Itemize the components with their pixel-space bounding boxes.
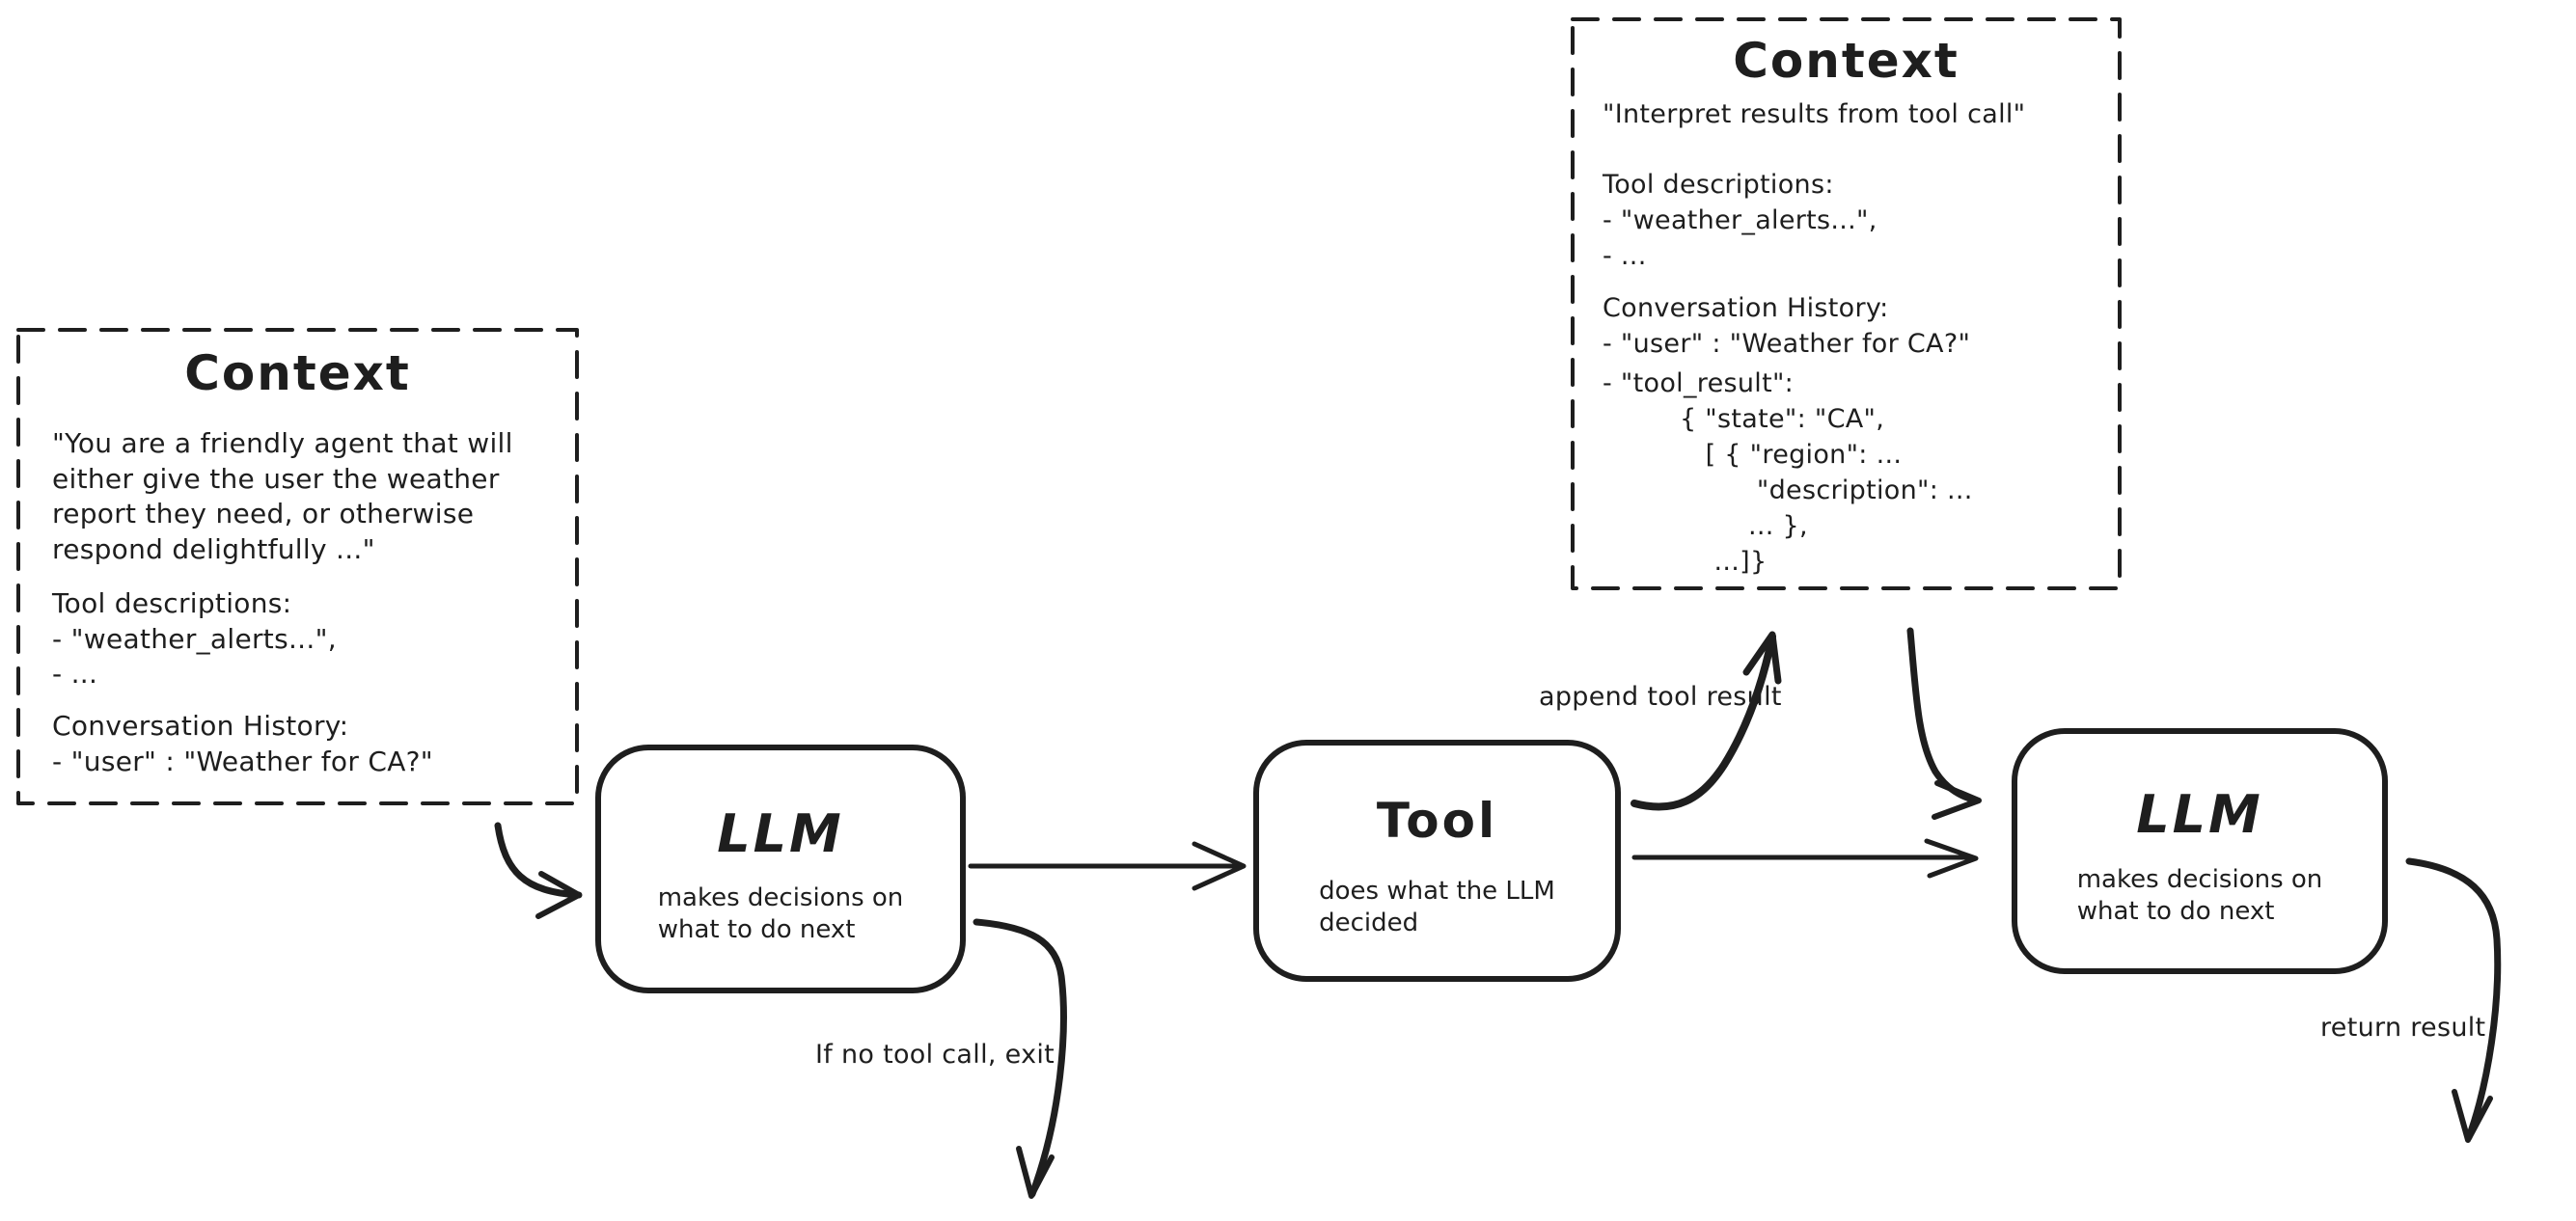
context-top-tool-descriptions: Tool descriptions: - "weather_alerts..."… — [1603, 170, 1877, 271]
llm-second-node: LLM makes decisions on what to do next — [2014, 731, 2385, 971]
llm-second-outline — [2012, 728, 2388, 974]
edge-label-append-tool-result: append tool result — [1539, 682, 1782, 712]
context-left-outline — [16, 328, 579, 805]
arrow-tool-to-llm-second — [1631, 838, 1979, 879]
tool-title: Tool — [1376, 793, 1498, 849]
context-top-conversation-history: Conversation History: - "user" : "Weathe… — [1603, 293, 1971, 359]
tool-outline — [1253, 740, 1621, 982]
context-left-title: Context — [184, 345, 411, 401]
arrow-context-top-to-llm-second — [1906, 627, 1982, 820]
arrow-llm-second-return — [2405, 857, 2502, 1143]
llm-second-title: LLM — [2136, 784, 2263, 845]
context-top-system-prompt: "Interpret results from tool call" — [1603, 99, 2026, 129]
context-top-node: Context "Interpret results from tool cal… — [1573, 19, 2120, 588]
llm-first-node: LLM makes decisions on what to do next — [598, 747, 963, 990]
context-top-tool-result: - "tool_result": { "state": "CA", [ { "r… — [1603, 368, 1973, 577]
arrow-llm-first-to-tool — [968, 841, 1247, 891]
context-left-node: Context "You are a friendly agent that w… — [18, 330, 577, 803]
edge-label-return-result: return result — [2320, 1013, 2486, 1043]
context-top-title: Context — [1733, 33, 1959, 89]
llm-second-subtitle: makes decisions on what to do next — [2076, 865, 2323, 926]
arrow-tool-to-context-top — [1631, 631, 1782, 811]
context-left-system-prompt: "You are a friendly agent that will eith… — [52, 427, 513, 565]
tool-node: Tool does what the LLM decided — [1256, 743, 1618, 979]
edge-label-exit: If no tool call, exit — [815, 1040, 1055, 1070]
context-top-outline — [1571, 17, 2122, 590]
context-left-conversation-history: Conversation History: - "user" : "Weathe… — [52, 710, 433, 777]
llm-first-outline — [595, 745, 966, 993]
arrow-context-to-llm-first — [494, 822, 583, 919]
context-left-tool-descriptions: Tool descriptions: - "weather_alerts..."… — [52, 587, 337, 690]
llm-first-title: LLM — [717, 803, 844, 864]
llm-first-subtitle: makes decisions on what to do next — [657, 883, 904, 944]
tool-subtitle: does what the LLM decided — [1319, 877, 1555, 937]
arrow-llm-first-exit — [973, 918, 1067, 1199]
